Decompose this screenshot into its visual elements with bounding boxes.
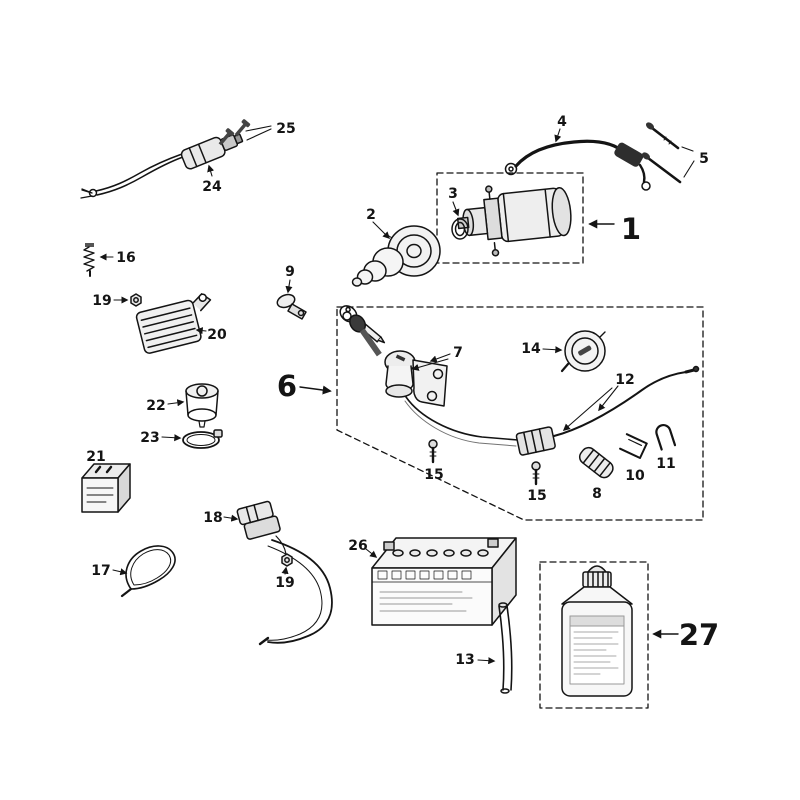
part-16-spring	[83, 243, 114, 277]
group-27-oil	[539, 561, 679, 709]
callout-6: 6	[277, 369, 297, 403]
callout-27: 27	[679, 618, 719, 652]
part-18-cdi	[223, 500, 333, 646]
part-15b-screw	[531, 461, 541, 486]
group-6-leader	[299, 385, 332, 395]
part-9-switch	[276, 279, 307, 320]
callout-25: 25	[276, 121, 295, 137]
part-4-starter-cable	[504, 128, 651, 191]
callout-19a: 19	[92, 293, 111, 309]
part-11-fork-clip	[655, 424, 677, 451]
part-2-starter-drive	[351, 221, 441, 287]
group-1-outline	[436, 172, 584, 264]
part-25-screws	[218, 119, 272, 146]
part-10-clip	[619, 433, 648, 459]
callout-15a: 15	[424, 467, 443, 483]
callout-3: 3	[448, 186, 458, 202]
part-3-oring	[451, 201, 469, 240]
callout-16: 16	[116, 250, 135, 266]
callout-5: 5	[699, 151, 709, 167]
callout-1: 1	[621, 212, 641, 246]
part-17-strap	[112, 545, 176, 598]
part-21-relay	[81, 463, 131, 513]
callout-15b: 15	[527, 488, 546, 504]
callout-7: 7	[453, 345, 463, 361]
callout-4: 4	[557, 114, 567, 130]
part-22-cup	[167, 383, 219, 428]
callout-12: 12	[615, 372, 634, 388]
part-26-battery	[365, 537, 517, 626]
callout-19b: 19	[275, 575, 294, 591]
callout-9: 9	[285, 264, 295, 280]
callout-13: 13	[455, 652, 474, 668]
part-14-lock-cap	[542, 330, 606, 373]
callout-26: 26	[348, 538, 367, 554]
part-27-oil-bottle	[561, 565, 633, 697]
callout-2: 2	[366, 207, 376, 223]
part-23-clamp	[161, 429, 223, 449]
callout-17: 17	[91, 563, 110, 579]
callout-8: 8	[592, 486, 602, 502]
part-13-tube	[477, 602, 513, 694]
callout-24: 24	[202, 179, 222, 195]
callout-23: 23	[140, 430, 159, 446]
callout-11: 11	[656, 456, 675, 472]
group-27-outline	[539, 561, 649, 709]
group-1-starter-assembly	[436, 172, 615, 264]
group-6-outline	[336, 306, 704, 521]
part-5-bolts	[642, 122, 695, 184]
part-1-starter-motor	[456, 185, 572, 257]
callout-10: 10	[625, 468, 645, 484]
part-15a-screw	[428, 439, 438, 464]
callout-20: 20	[207, 327, 227, 343]
part-7-ignition-switch	[339, 305, 519, 447]
part-19a-nut	[113, 293, 142, 307]
part-19b-nut	[281, 553, 293, 575]
part-8-boot	[578, 446, 614, 479]
callout-21: 21	[86, 449, 105, 465]
callout-14: 14	[521, 341, 541, 357]
callout-22: 22	[146, 398, 165, 414]
callout-18: 18	[203, 510, 222, 526]
part-12-cable	[515, 365, 700, 456]
part-20-regulator	[135, 293, 212, 354]
